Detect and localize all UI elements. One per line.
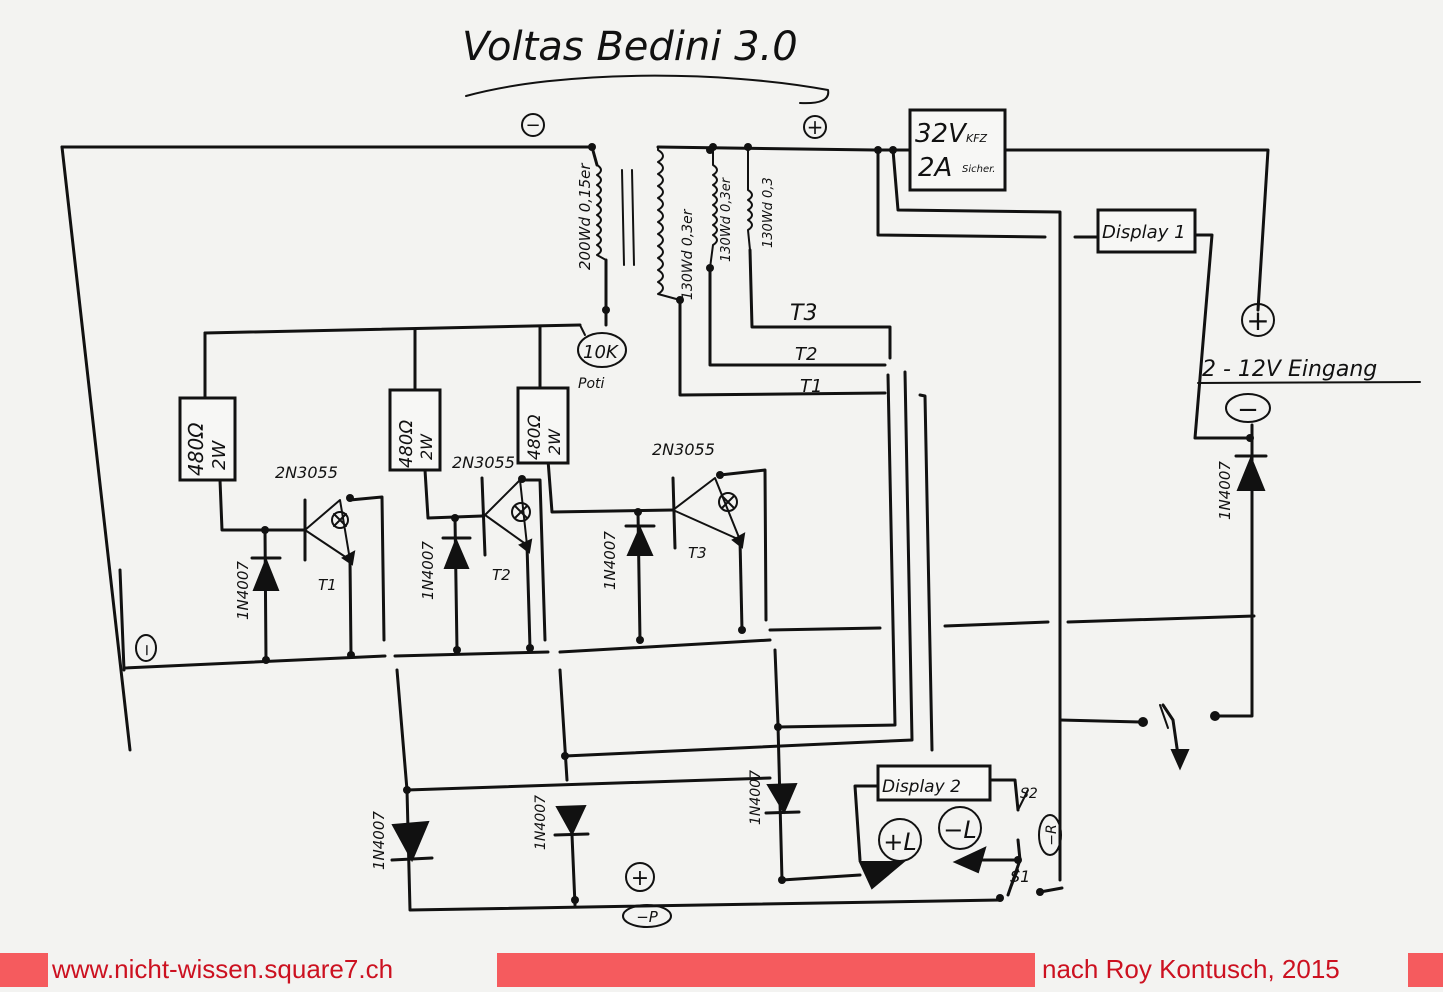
svg-text:+L: +L — [883, 828, 916, 856]
top-minus-marker: − — [521, 113, 545, 137]
svg-text:480Ω: 480Ω — [525, 415, 545, 460]
display-1: Display 1 — [1096, 208, 1197, 254]
svg-text:+: + — [807, 115, 824, 139]
resistor-2: 480Ω 2W — [388, 388, 442, 472]
svg-text:1N4007: 1N4007 — [370, 811, 388, 870]
transistor-2-type: 2N3055 — [452, 453, 515, 472]
display-2: Display 2 — [876, 764, 992, 802]
secondary-coil-2: 130Wd 0,3er — [709, 146, 734, 269]
output-plus: + — [625, 862, 655, 892]
diode-1: 1N4007 — [234, 556, 282, 620]
resistor-1: 480Ω 2W — [178, 396, 237, 482]
svg-text:10K: 10K — [583, 342, 619, 363]
fuse-box: 32V 2A KFZ Sicher. — [908, 108, 1007, 192]
diode-6: 1N4007 — [748, 770, 801, 825]
tap-t2: T2 — [795, 344, 817, 365]
junction-dots — [261, 143, 1254, 904]
secondary-coil-3: 130Wd 0,3 — [747, 146, 776, 251]
primary-coil: 200Wd 0,15er — [576, 163, 635, 270]
diode-3: 1N4007 — [601, 524, 656, 590]
svg-text:32V: 32V — [915, 119, 968, 149]
svg-text:T3: T3 — [688, 544, 707, 562]
title-underline — [465, 74, 830, 105]
output-minus-l: −L — [938, 806, 982, 850]
svg-text:2W: 2W — [209, 440, 230, 470]
wiring — [60, 145, 1270, 912]
diagram-title: Voltas Bedini 3.0 — [462, 24, 798, 70]
output-minus-p: −P — [622, 904, 672, 928]
svg-text:1N4007: 1N4007 — [748, 770, 764, 825]
svg-text:−L: −L — [943, 816, 976, 844]
svg-text:1N4007: 1N4007 — [533, 795, 549, 850]
footer-credit: nach Roy Kontusch, 2015 — [1042, 954, 1340, 984]
secondary-coil-2-label: 130Wd 0,3er — [719, 176, 734, 262]
svg-text:2A: 2A — [918, 153, 952, 183]
svg-text:Display 1: Display 1 — [1102, 222, 1186, 243]
svg-text:T1: T1 — [318, 576, 337, 594]
svg-text:Poti: Poti — [578, 376, 604, 392]
footer-website-link[interactable]: www.nicht-wissen.square7.ch — [52, 954, 394, 984]
output-minus-r: −R — [1038, 814, 1062, 856]
tap-t3: T3 — [790, 301, 817, 326]
arrow-minus-l — [952, 846, 987, 874]
svg-text:2W: 2W — [545, 428, 564, 455]
svg-text:2W: 2W — [417, 433, 436, 460]
primary-coil-label: 200Wd 0,15er — [576, 163, 594, 270]
input-underline — [1197, 381, 1421, 384]
secondary-coil-1: 130Wd 0,3er — [657, 146, 696, 301]
svg-text:1N4007: 1N4007 — [419, 541, 437, 600]
diode-4: 1N4007 — [370, 811, 434, 870]
tap-t1: T1 — [800, 376, 822, 397]
diode-2: 1N4007 — [419, 536, 472, 600]
arrow-plus-l — [858, 861, 906, 890]
secondary-coil-3-label: 130Wd 0,3 — [761, 177, 776, 248]
input-plus-terminal: + — [1241, 303, 1275, 337]
transistor-1: T1 — [304, 499, 356, 594]
ground-arrow — [1170, 749, 1190, 771]
footer-bar: www.nicht-wissen.square7.ch nach Roy Kon… — [0, 950, 1443, 992]
svg-text:−: − — [525, 115, 540, 136]
svg-text:Sicher.: Sicher. — [962, 164, 996, 175]
svg-text:−P: −P — [636, 908, 659, 926]
svg-text:Display 2: Display 2 — [882, 777, 961, 797]
transistor-3: T3 — [672, 477, 746, 562]
left-minus-marker: − — [135, 634, 157, 662]
input-minus-terminal: − — [1225, 393, 1271, 425]
output-plus-l: +L — [878, 818, 922, 862]
svg-text:1N4007: 1N4007 — [234, 561, 252, 620]
resistor-3: 480Ω 2W — [516, 386, 570, 465]
switch-s1 — [1007, 869, 1019, 896]
footer-red-left — [0, 953, 48, 987]
svg-text:−: − — [1237, 395, 1259, 425]
svg-text:1N4007: 1N4007 — [1216, 461, 1234, 520]
transistor-1-type: 2N3055 — [275, 463, 338, 482]
transistor-3-type: 2N3055 — [652, 440, 715, 459]
poti-10k: 10K Poti — [577, 324, 627, 392]
footer-red-middle — [497, 953, 1035, 987]
switch-s1-label: S1 — [1010, 867, 1030, 886]
svg-text:−R: −R — [1044, 824, 1060, 845]
svg-text:KFZ: KFZ — [966, 132, 988, 145]
svg-text:480Ω: 480Ω — [184, 422, 208, 476]
svg-text:+: + — [631, 866, 649, 891]
transistor-2: T2 — [484, 479, 533, 584]
diode-5: 1N4007 — [533, 795, 590, 850]
svg-text:+: + — [1246, 304, 1269, 337]
svg-text:1N4007: 1N4007 — [601, 531, 619, 590]
top-plus-marker: + — [803, 115, 827, 139]
secondary-coil-1-label: 130Wd 0,3er — [680, 208, 696, 300]
switch-s2 — [1017, 789, 1029, 811]
input-label: 2 - 12V Eingang — [1202, 357, 1377, 382]
spark-gap-switch — [1159, 704, 1169, 729]
svg-text:T2: T2 — [492, 566, 511, 584]
diode-input: 1N4007 — [1216, 454, 1268, 520]
svg-text:−: − — [137, 643, 156, 656]
footer-red-right — [1408, 953, 1443, 987]
svg-text:480Ω: 480Ω — [396, 420, 417, 468]
